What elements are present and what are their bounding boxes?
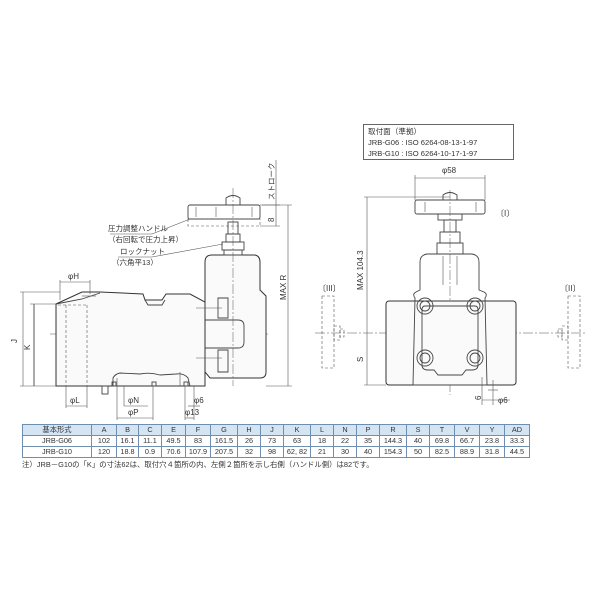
handle-position-ii <box>557 295 581 369</box>
dim-phi-l: φL <box>70 396 80 405</box>
mounting-standard-g06: JRB-G06 : ISO 6264-08-13-1-97 <box>368 138 478 147</box>
cell: 23.8 <box>479 435 505 447</box>
cell: 102 <box>91 435 117 447</box>
col-header: AD <box>504 424 530 436</box>
col-header: A <box>91 424 117 436</box>
cell: 11.1 <box>138 435 162 447</box>
cell: 0.9 <box>138 446 162 458</box>
cell: 82.5 <box>429 446 455 458</box>
col-header: V <box>454 424 480 436</box>
dimension-table: 基本形式 A B C E F G H J K L N P R S T V Y A… <box>22 424 530 458</box>
view-label-i: 〔I〕 <box>496 209 514 218</box>
mounting-standard-title: 取付面（準拠） <box>368 127 422 136</box>
dim-max-r: MAX R <box>279 274 288 300</box>
table-header-row: 基本形式 A B C E F G H J K L N P R S T V Y A… <box>22 424 530 436</box>
dim-phi-6-side: φ6 <box>194 396 204 405</box>
dim-phi-h: φH <box>68 272 79 281</box>
cell: 40 <box>406 435 430 447</box>
cell: 50 <box>406 446 430 458</box>
dim-phi-58: φ58 <box>442 166 457 175</box>
dim-stroke: ストローク <box>267 163 276 201</box>
cell: 32 <box>237 446 261 458</box>
cell: 70.6 <box>161 446 186 458</box>
cell: 35 <box>356 435 380 447</box>
cell: 40 <box>356 446 380 458</box>
col-header: R <box>379 424 407 436</box>
cell: 144.3 <box>379 435 407 447</box>
mounting-standard-g10: JRB-G10 : ISO 6264-10-17-1-97 <box>368 149 478 158</box>
cell: 22 <box>333 435 357 447</box>
col-header: J <box>260 424 284 436</box>
cell: 18 <box>310 435 334 447</box>
cell: 69.8 <box>429 435 455 447</box>
cell: 16.1 <box>116 435 139 447</box>
handle-callout-line1: 圧力調整ハンドル <box>108 223 168 233</box>
dim-8: 8 <box>267 217 276 222</box>
cell: 26 <box>237 435 261 447</box>
dim-phi-13: φ13 <box>185 408 200 417</box>
mounting-standard-box: 取付面（準拠） JRB-G06 : ISO 6264-08-13-1-97 JR… <box>363 124 514 160</box>
cell: 18.8 <box>116 446 139 458</box>
cell: 88.9 <box>454 446 480 458</box>
col-header: E <box>161 424 186 436</box>
locknut-callout-line2: （六角平13） <box>112 257 158 267</box>
cell: 161.5 <box>210 435 238 447</box>
dim-6: 6 <box>474 395 483 400</box>
cell: 98 <box>260 446 284 458</box>
col-header: B <box>116 424 139 436</box>
cell-model: JRB-G10 <box>22 446 92 458</box>
col-header: N <box>333 424 357 436</box>
col-header: H <box>237 424 261 436</box>
dim-s: S <box>356 357 365 362</box>
footnote: 注）JRB－G10の「K」の寸法62は、取付穴４箇所の内、左側２箇所を示し右側（… <box>22 460 374 469</box>
dim-max-104: MAX 104.3 <box>356 250 365 290</box>
dim-phi-n: φN <box>128 396 139 405</box>
cell: 31.8 <box>479 446 505 458</box>
cell: 66.7 <box>454 435 480 447</box>
handle-position-iii <box>321 295 345 369</box>
col-header: F <box>185 424 211 436</box>
handle-callout-line2: （右回転で圧力上昇） <box>108 234 183 244</box>
bolt-holes <box>416 297 484 367</box>
cell: 30 <box>333 446 357 458</box>
cell: 73 <box>260 435 284 447</box>
cell: 154.3 <box>379 446 407 458</box>
view-label-ii: 〔II〕 <box>560 284 580 293</box>
dim-k: K <box>23 344 32 350</box>
cell: 120 <box>91 446 117 458</box>
col-header: C <box>138 424 162 436</box>
col-header: L <box>310 424 334 436</box>
cell: 63 <box>283 435 311 447</box>
col-header: Y <box>479 424 505 436</box>
locknut-callout-line1: ロックナット <box>120 247 165 256</box>
table-row-jrb-g06: JRB-G06 102 16.1 11.1 49.5 83 161.5 26 7… <box>22 435 530 447</box>
col-header: S <box>406 424 430 436</box>
col-header: P <box>356 424 380 436</box>
side-view: 圧力調整ハンドル （右回転で圧力上昇） ロックナット （六角平13） ストローク… <box>10 160 292 420</box>
col-header: G <box>210 424 238 436</box>
cell: 207.5 <box>210 446 238 458</box>
table-row-jrb-g10: JRB-G10 120 18.8 0.9 70.6 107.9 207.5 32… <box>22 446 530 458</box>
col-header: T <box>429 424 455 436</box>
cell: 21 <box>310 446 334 458</box>
view-label-iii: 〔III〕 <box>318 284 341 293</box>
cell: 62, 82 <box>283 446 311 458</box>
dim-phi-6-front: φ6 <box>498 396 508 405</box>
cell: 33.3 <box>504 435 530 447</box>
col-header: K <box>283 424 311 436</box>
cell: 83 <box>185 435 211 447</box>
cell: 49.5 <box>161 435 186 447</box>
front-view: φ58 MAX 104.3 S 6 φ6 〔I〕 〔II〕 〔III〕 <box>315 166 585 405</box>
cell: 44.5 <box>504 446 530 458</box>
col-header-model: 基本形式 <box>22 424 92 436</box>
dim-phi-p: φP <box>128 408 139 417</box>
cell-model: JRB-G06 <box>22 435 92 447</box>
dim-j: J <box>10 339 19 343</box>
cell: 107.9 <box>185 446 211 458</box>
